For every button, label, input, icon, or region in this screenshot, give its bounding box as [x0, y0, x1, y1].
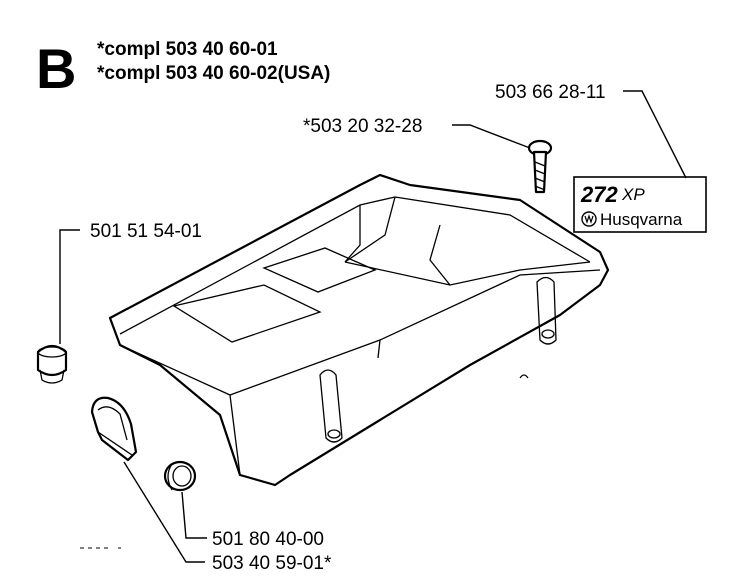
screw-part: [527, 139, 553, 194]
decal-suffix-text: XP: [621, 185, 645, 204]
husqvarna-crown-icon: [581, 211, 597, 227]
plug-leader: [59, 229, 80, 344]
cylinder-cover: [108, 173, 610, 487]
section-letter: B: [36, 37, 76, 100]
cover-piece-part: [90, 396, 138, 462]
callout-cover-piece: 503 40 59-01*: [212, 553, 332, 574]
decal-part: 272 XP Husqvarna: [573, 176, 707, 233]
screw-leader: [452, 124, 531, 149]
callout-grommet: 501 80 40-00: [212, 529, 324, 550]
plug-part: [36, 344, 68, 384]
grommet-part: [163, 460, 197, 492]
header-line-1: *compl 503 40 60-01: [97, 39, 278, 60]
header-line-2: *compl 503 40 60-02(USA): [97, 63, 330, 84]
decal-frame: [573, 176, 707, 233]
decal-model-text: 272: [580, 182, 618, 207]
decal-brand-text: Husqvarna: [600, 210, 683, 229]
cover-piece-leader: [123, 461, 205, 563]
grommet-leader: [181, 491, 207, 539]
callout-plug: 501 51 54-01: [90, 221, 202, 242]
callout-decal: 503 66 28-11: [495, 82, 606, 103]
decal-leader: [623, 90, 687, 179]
callout-screw: *503 20 32-28: [303, 116, 422, 137]
